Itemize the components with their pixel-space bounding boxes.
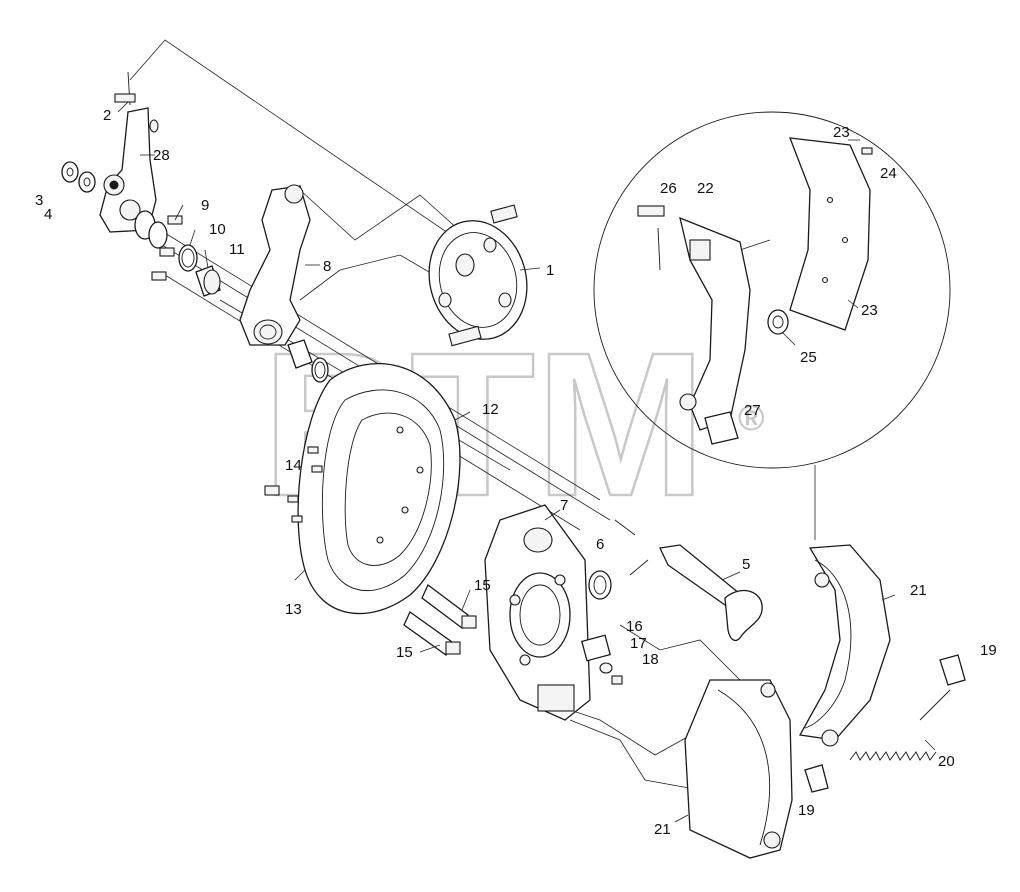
callout-6: 6 <box>596 536 604 553</box>
lock-plate-hardware <box>581 634 623 685</box>
camshaft-bracket <box>239 184 311 346</box>
callout-28: 28 <box>153 147 170 164</box>
callout-15a: 15 <box>474 577 491 594</box>
callout-4: 4 <box>44 206 52 223</box>
callout-14: 14 <box>285 457 302 474</box>
callout-23a: 23 <box>833 124 850 141</box>
callout-1: 1 <box>546 262 554 279</box>
callout-23b: 23 <box>861 302 878 319</box>
callout-18: 18 <box>642 651 659 668</box>
registered-mark: ® <box>738 397 765 438</box>
callout-20: 20 <box>938 753 955 770</box>
callout-labels: 1 2 3 4 5 6 7 8 9 10 11 12 13 14 15 15 1… <box>35 107 997 838</box>
callout-22: 22 <box>697 180 714 197</box>
brake-spider <box>484 504 591 721</box>
brake-shoe-lower <box>684 679 793 859</box>
callout-21b: 21 <box>654 821 671 838</box>
callout-21a: 21 <box>910 582 927 599</box>
shoe-rollers <box>804 654 966 793</box>
cotter-pin <box>114 71 136 106</box>
callout-17: 17 <box>630 635 647 652</box>
return-spring <box>849 689 951 761</box>
brake-chamber <box>428 204 528 347</box>
callout-15b: 15 <box>396 644 413 661</box>
brake-shoe-right <box>798 544 891 747</box>
callout-12: 12 <box>482 401 499 418</box>
callout-27: 27 <box>744 402 761 419</box>
dust-shield <box>297 362 461 615</box>
callout-16: 16 <box>626 618 643 635</box>
slack-adjuster <box>99 107 159 233</box>
callout-11: 11 <box>229 241 245 258</box>
camshaft-seal-ring <box>588 570 612 600</box>
callout-10: 10 <box>209 221 226 238</box>
callout-25: 25 <box>800 349 817 366</box>
camshaft-seals <box>287 339 329 383</box>
callout-24: 24 <box>880 165 897 182</box>
bolts-rings-bushing <box>134 210 221 297</box>
detail-circle <box>593 111 951 469</box>
washers <box>61 161 96 193</box>
callout-leaders <box>117 101 936 823</box>
callout-19b: 19 <box>798 802 815 819</box>
callout-7: 7 <box>560 497 568 514</box>
anchor-pins <box>403 583 477 656</box>
callout-8: 8 <box>323 258 331 275</box>
callout-2: 2 <box>103 107 111 124</box>
s-camshaft <box>614 519 763 642</box>
callout-13: 13 <box>285 601 302 618</box>
callout-19a: 19 <box>980 642 997 659</box>
shield-bolts <box>264 446 323 523</box>
callout-3: 3 <box>35 192 43 209</box>
callout-9: 9 <box>201 197 209 214</box>
callout-26: 26 <box>660 180 677 197</box>
callout-5: 5 <box>742 556 750 573</box>
